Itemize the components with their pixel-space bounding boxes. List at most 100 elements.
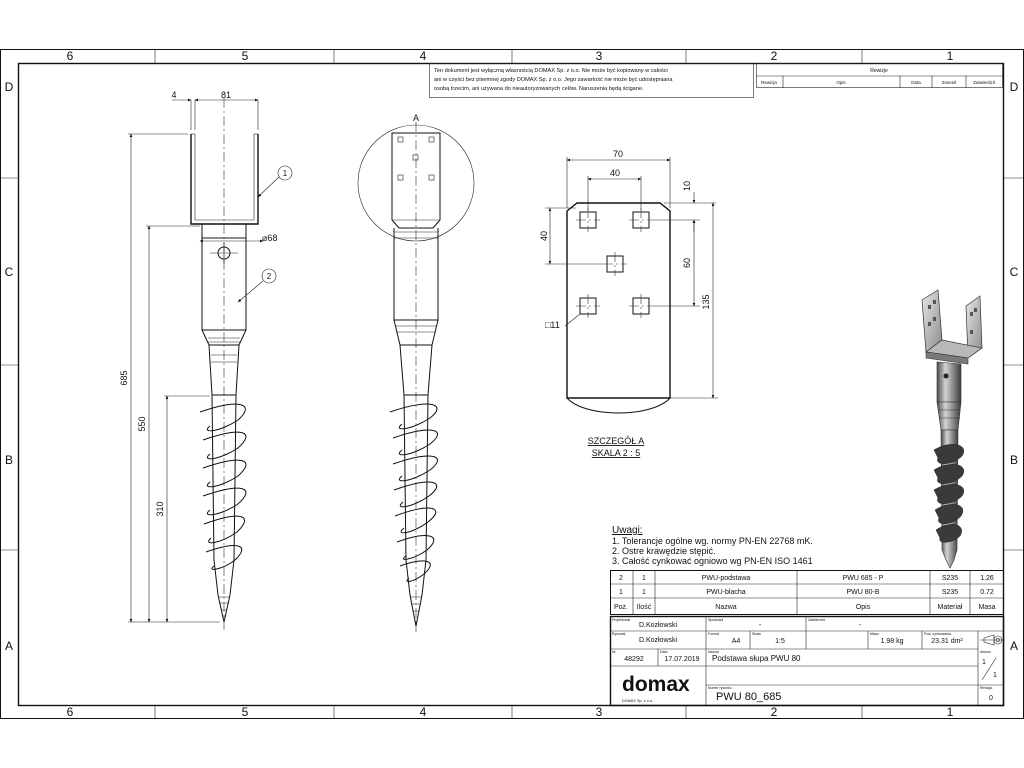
revisions-header-desc: Opis xyxy=(836,80,846,85)
frame-col-top-5: 2 xyxy=(771,49,778,63)
tb-number: 48292 xyxy=(624,656,644,663)
bom-header-pos: Poz. xyxy=(614,604,628,611)
detail-caption-2: SKALA 2 : 5 xyxy=(592,448,641,458)
dim-screw-height: 310 xyxy=(155,501,165,516)
bom-row-2-pos: 1 xyxy=(619,589,623,596)
dim-mid-height-detail: 60 xyxy=(682,258,692,268)
bom-header-name: Nazwa xyxy=(715,604,737,611)
projection-symbol-icon xyxy=(980,634,1003,646)
bom-header-mass: Masa xyxy=(978,604,995,611)
frame-col-bottom-4: 3 xyxy=(596,705,603,719)
tb-company-sub: DOMAX Sp. z o.o. xyxy=(622,699,653,703)
side-view-detail-label: A xyxy=(413,113,419,123)
tb-label-mass: Masa xyxy=(870,632,879,636)
revisions-header-rev: Rewizja xyxy=(761,80,777,85)
tb-mass: 1.98 kg xyxy=(881,638,904,645)
notes-item-3: 3. Całość cynkować ogniowo wg PN-EN ISO … xyxy=(612,556,813,566)
dim-hole-size: □11 xyxy=(545,320,560,330)
notes-item-1: 1. Tolerancje ogólne wg. normy PN-EN 227… xyxy=(612,536,813,546)
bom-row-2-desc: PWU 80-B xyxy=(846,589,879,596)
frame-col-top-4: 3 xyxy=(596,49,603,63)
tb-label-designer: Projektował xyxy=(612,618,630,622)
frame-col-top-6: 1 xyxy=(947,49,954,63)
frame-col-top-3: 4 xyxy=(420,49,427,63)
detail-a: 70 40 10 40 60 135 □11 SZCZEGÓŁ A SKALA xyxy=(539,149,718,458)
tb-format: A4 xyxy=(732,638,741,645)
bom-row-1-pos: 2 xyxy=(619,575,623,582)
notes-item-2: 2. Ostre krawędzie stępić. xyxy=(612,546,716,556)
main-view-dimensions: 4 81 685 550 310 ⌀68 xyxy=(119,90,277,623)
bom-table: 2 1 PWU-podstawa PWU 685 - P S235 1.26 1… xyxy=(610,570,1004,615)
dim-overall-height: 685 xyxy=(119,370,129,385)
frame-col-top-2: 5 xyxy=(242,49,249,63)
frame-row-left-2: C xyxy=(5,265,14,279)
tb-checker: - xyxy=(759,622,762,629)
notice-line-1: Ten dokument jest wyłączną własnością DO… xyxy=(434,68,668,74)
tb-company-logo: domax xyxy=(622,673,690,696)
tb-label-drawn: Rysował xyxy=(612,632,625,636)
iso-view xyxy=(921,289,983,569)
frame-col-bottom-3: 4 xyxy=(420,705,427,719)
dim-diameter: ⌀68 xyxy=(262,233,277,243)
tb-title: Podstawa słupa PWU 80 xyxy=(712,654,801,663)
dim-top-width: 81 xyxy=(221,90,231,100)
tb-drawing-number: PWU 80_685 xyxy=(716,691,781,703)
frame-row-right-3: B xyxy=(1010,453,1018,467)
tb-label-date: Data xyxy=(660,650,667,654)
bom-row-1-mass: 1.26 xyxy=(980,575,994,582)
frame-col-top-1: 6 xyxy=(67,49,74,63)
tb-label-sheet: Arkusz xyxy=(980,650,991,654)
frame-row-right-1: D xyxy=(1010,80,1019,94)
bom-row-1-qty: 1 xyxy=(642,575,646,582)
bom-header-qty: Ilość xyxy=(637,604,652,611)
bom-row-2-name: PWU-blacha xyxy=(706,589,745,596)
tb-area: 23.31 dm² xyxy=(931,638,963,645)
notes-title: Uwagi: xyxy=(612,525,643,536)
frame-col-bottom-5: 2 xyxy=(771,705,778,719)
tb-approver: - xyxy=(859,622,862,629)
notice-line-3: osobą trzecim, ani używana do nieautoryz… xyxy=(434,86,644,92)
frame-row-right-4: A xyxy=(1010,639,1018,653)
bom-row-2-mass: 0.72 xyxy=(980,589,994,596)
bom-row-1-desc: PWU 685 - P xyxy=(843,575,884,582)
tb-drawn-by: D.Kozłowski xyxy=(639,637,678,644)
frame-col-bottom-2: 5 xyxy=(242,705,249,719)
detail-dimensions: 70 40 10 40 60 135 □11 xyxy=(539,149,718,399)
tb-label-drawing: Numer rysunku xyxy=(708,686,732,690)
dim-mid-height: 550 xyxy=(137,416,147,431)
copyright-notice: Ten dokument jest wyłączną własnością DO… xyxy=(429,63,754,98)
dim-top-small: 4 xyxy=(171,90,176,100)
tb-sheet-num: 1 xyxy=(982,659,986,666)
revisions-header-approved: Zatwierdził xyxy=(973,80,995,85)
bom-row-1-material: S235 xyxy=(942,575,958,582)
balloon-1-label: 1 xyxy=(283,169,288,178)
bom-header-desc: Opis xyxy=(856,604,871,611)
balloon-1: 1 xyxy=(257,165,293,198)
bom-row-2-qty: 1 xyxy=(642,589,646,596)
bom-header-material: Materiał xyxy=(938,604,963,611)
notice-line-2: ani w części bez pisemnej zgody DOMAX Sp… xyxy=(434,77,673,83)
tb-date: 17.07.2019 xyxy=(664,656,699,663)
dim-total-height: 135 xyxy=(701,294,711,309)
tb-label-rev: Rewizja xyxy=(980,686,992,690)
frame-row-left-4: A xyxy=(5,639,13,653)
dim-left-height: 40 xyxy=(539,231,549,241)
drawing-frame: 6 5 4 3 2 1 6 5 4 3 2 1 D C B A D C B A xyxy=(0,49,1024,719)
revisions-header-changed: Zmienił xyxy=(942,80,957,85)
dim-top-offset: 10 xyxy=(682,181,692,191)
tb-label-number: Nr xyxy=(612,650,617,654)
frame-row-right-2: C xyxy=(1010,265,1019,279)
side-view: A xyxy=(357,113,475,632)
revisions-header-date: Data xyxy=(911,80,921,85)
balloon-2: 2 xyxy=(237,268,277,303)
detail-caption-1: SZCZEGÓŁ A xyxy=(588,436,645,446)
revisions-table: Rewizje Rewizja Opis Data Zmienił Zatwie… xyxy=(756,63,1003,88)
bom-row-1-name: PWU-podstawa xyxy=(702,575,751,582)
dim-width-inner: 40 xyxy=(610,168,620,178)
frame-row-left-3: B xyxy=(5,453,13,467)
main-view: 4 81 685 550 310 ⌀68 1 2 xyxy=(119,90,293,632)
balloon-2-label: 2 xyxy=(267,272,272,281)
tb-designer: D.Kozłowski xyxy=(639,622,678,629)
bom-row-2-material: S235 xyxy=(942,589,958,596)
